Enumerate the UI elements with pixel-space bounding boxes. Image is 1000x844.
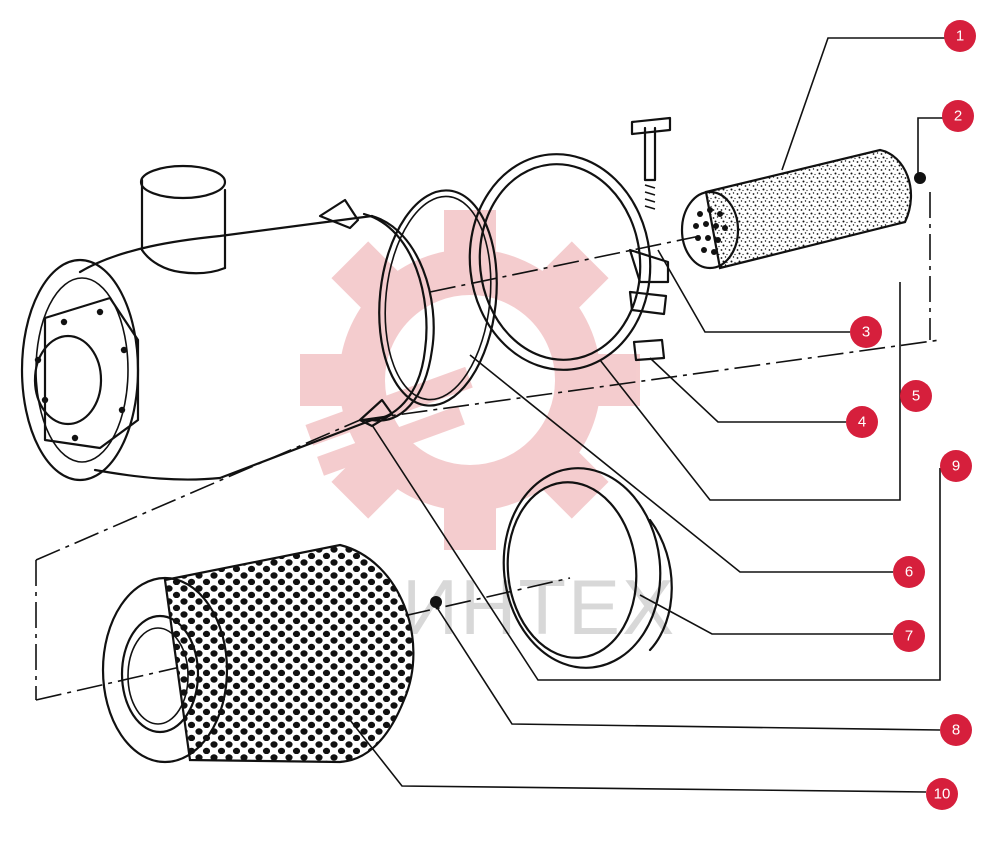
callout-1: 1 <box>944 20 976 52</box>
callout-2-label: 2 <box>954 108 962 125</box>
clamp-nut <box>632 338 666 362</box>
end-cover <box>502 467 673 669</box>
callout-10: 10 <box>926 778 958 810</box>
safety-filter-element <box>680 148 913 270</box>
callout-3: 3 <box>850 316 882 348</box>
callout-6: 6 <box>893 556 925 588</box>
air-cleaner-housing <box>20 164 435 482</box>
callout-markers: 1 2 3 4 5 6 7 8 9 10 <box>846 20 976 810</box>
callout-3-label: 3 <box>862 324 870 341</box>
callout-5-label: 5 <box>912 388 920 405</box>
wing-nut <box>914 172 926 184</box>
callout-7: 7 <box>893 620 925 652</box>
callout-8-label: 8 <box>952 722 960 739</box>
callout-7-label: 7 <box>905 628 913 645</box>
callout-2: 2 <box>942 100 974 132</box>
callout-4-label: 4 <box>858 414 866 431</box>
main-filter-element <box>101 543 415 764</box>
callout-8: 8 <box>940 714 972 746</box>
clamp-bolt <box>630 116 672 210</box>
callout-6-label: 6 <box>905 564 913 581</box>
watermark-text: ИНТЕХ <box>402 563 676 651</box>
leader-lines <box>349 37 945 793</box>
callout-10-label: 10 <box>934 786 951 803</box>
callout-9: 9 <box>940 450 972 482</box>
gasket <box>430 596 442 608</box>
band-clamp <box>468 153 670 371</box>
callout-1-label: 1 <box>956 28 964 45</box>
callout-5: 5 <box>900 380 932 412</box>
callout-4: 4 <box>846 406 878 438</box>
callout-9-label: 9 <box>952 458 960 475</box>
